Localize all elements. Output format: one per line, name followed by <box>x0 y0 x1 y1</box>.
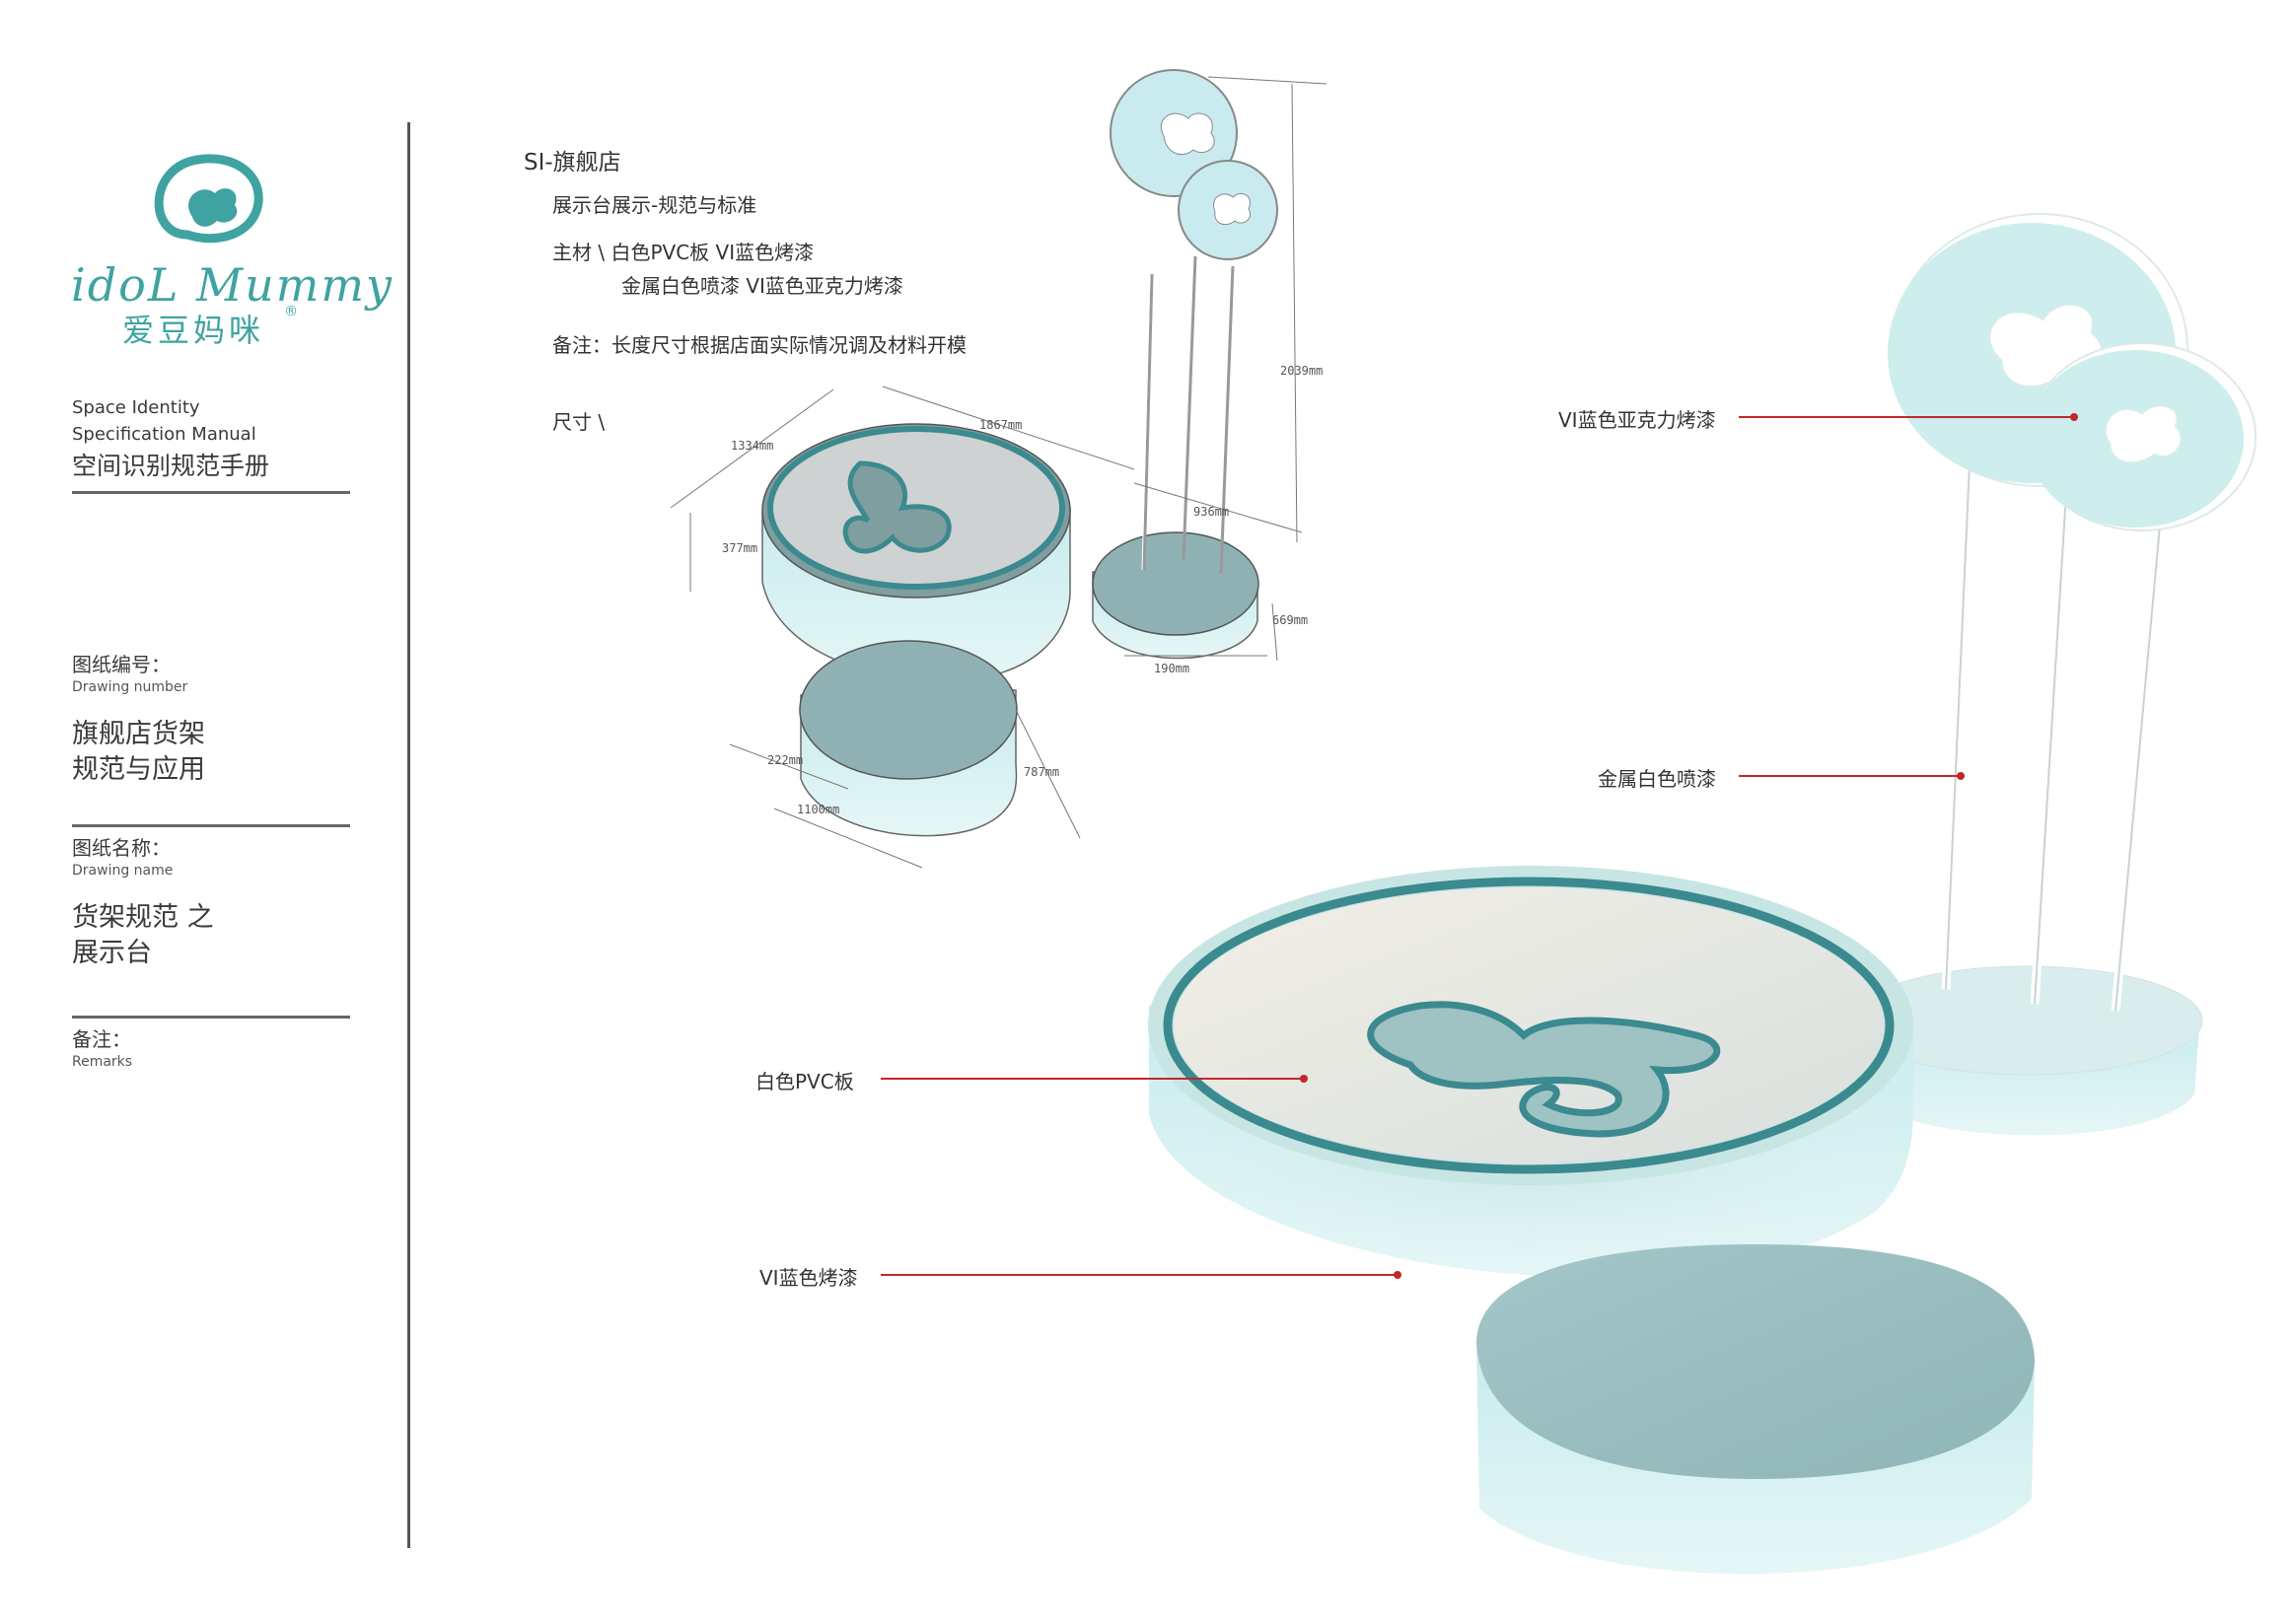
callout-metal: 金属白色喷漆 <box>1598 767 1716 791</box>
dim-936: 936mm <box>1193 505 1229 519</box>
brand-logo-mark <box>154 154 263 244</box>
logo-latin: idoL Mummy <box>71 258 394 312</box>
technical-drawing: 1867mm 1334mm 377mm 2039mm 936mm 669mm 1… <box>670 69 1327 869</box>
callout-paint: VI蓝色烤漆 <box>759 1266 858 1290</box>
drawing-number-label: 图纸编号： <box>72 653 171 676</box>
drawing-number-block: 图纸编号： Drawing number 旗舰店货架 规范与应用 <box>72 649 205 788</box>
drawing-name-value-2: 展示台 <box>72 938 152 968</box>
drawing-number-value-2: 规范与应用 <box>72 754 205 785</box>
callout-pvc: 白色PVC板 <box>755 1070 854 1093</box>
spec-note: 备注：长度尺寸根据店面实际情况调及材料开模 <box>552 333 967 357</box>
callout-acrylic: VI蓝色亚克力烤漆 <box>1558 408 1716 432</box>
remarks-block: 备注： Remarks <box>72 1023 132 1070</box>
vertical-separator <box>407 122 410 1548</box>
callout-lines <box>881 413 2078 1279</box>
dim-1867: 1867mm <box>979 418 1022 432</box>
logo-cn: 爱豆妈咪 <box>122 312 265 349</box>
manual-title-en-line1: Space Identity <box>72 397 200 418</box>
drawing-name-label: 图纸名称： <box>72 836 171 860</box>
dim-787: 787mm <box>1024 765 1059 779</box>
drawing-name-value-1: 货架规范 之 <box>72 902 214 933</box>
drawing-number-value-1: 旗舰店货架 <box>72 719 205 749</box>
brand-logo: idoL Mummy 爱豆妈咪 ® <box>71 258 392 349</box>
spec-material-line1: 主材 \ 白色PVC板 VI蓝色烤漆 <box>552 241 815 264</box>
dim-669: 669mm <box>1272 613 1308 627</box>
dim-222: 222mm <box>767 753 803 767</box>
dim-2039: 2039mm <box>1280 364 1323 378</box>
manual-title-en-line2: Specification Manual <box>72 424 256 445</box>
manual-title-cn: 空间识别规范手册 <box>72 452 270 480</box>
spec-subheading: 展示台展示-规范与标准 <box>552 193 757 217</box>
drawing-name-label-en: Drawing name <box>72 863 174 879</box>
remarks-label: 备注： <box>72 1027 131 1051</box>
divider <box>72 824 350 827</box>
remarks-label-en: Remarks <box>72 1054 133 1070</box>
spec-material-line2: 金属白色喷漆 VI蓝色亚克力烤漆 <box>621 274 903 298</box>
drawing-name-block: 图纸名称： Drawing name 货架规范 之 展示台 <box>72 832 214 971</box>
divider <box>72 491 350 494</box>
dim-1100: 1100mm <box>797 803 839 816</box>
render-display-stand <box>1148 213 2257 1575</box>
spec-size-label: 尺寸 \ <box>552 410 606 434</box>
manual-title: Space Identity Specification Manual 空间识别… <box>72 394 269 485</box>
dim-190: 190mm <box>1154 662 1189 675</box>
dim-377: 377mm <box>722 541 757 555</box>
registered-mark: ® <box>284 304 298 319</box>
spec-heading: SI-旗舰店 <box>524 150 621 176</box>
dim-1334: 1334mm <box>731 439 773 453</box>
drawing-number-label-en: Drawing number <box>72 679 188 695</box>
divider <box>72 1016 350 1019</box>
